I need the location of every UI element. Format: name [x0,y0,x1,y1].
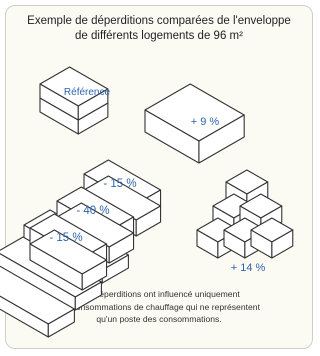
side-face [77,88,109,121]
title-line-2: de différents logements de 96 m² [75,30,243,42]
pyramid-bottom-right [250,217,294,259]
diagram-caption: Les déperditions ont influencé uniquemen… [20,288,298,326]
label-box-plus-9: + 9 % [191,116,220,128]
label-stack-minus-15-top: - 15 % [103,178,136,190]
title-line-1: Exemple de déperditions comparées de l'e… [27,15,291,27]
stack-row-3-lower [0,265,75,338]
label-stack-minus-15-bottom: - 15 % [49,232,82,244]
caption-line-1: Les déperditions ont influencé uniquemen… [78,289,240,299]
label-stack-minus-40: - 40 % [76,205,109,217]
label-reference: Référence [64,87,111,98]
side-face [81,259,108,291]
wide-box [144,83,245,164]
side-face [47,308,75,338]
label-pyramid-plus-14: + 14 % [231,262,266,274]
caption-line-3: qu'un poste des consommations. [96,314,222,324]
side-face [135,205,162,237]
reference-floor-2 [39,66,109,121]
diagram-title: Exemple de déperditions comparées de l'e… [16,14,302,44]
caption-line-2: les consommations de chauffage qui ne re… [58,301,260,312]
side-face [108,232,135,264]
side-face [74,281,102,311]
stack-block-bottom-b [29,229,108,291]
side-face [271,229,294,259]
side-face [198,114,245,164]
